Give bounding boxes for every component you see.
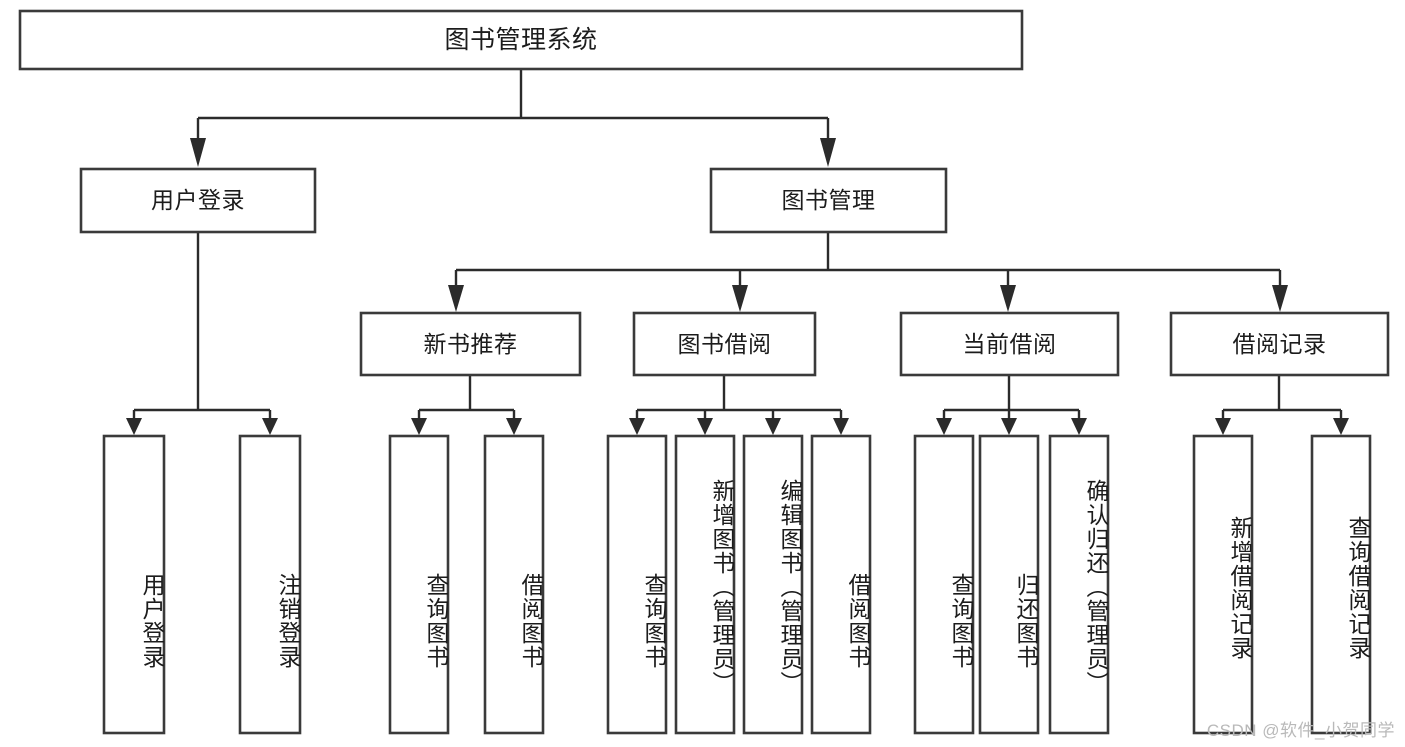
node-box-book-borrow[interactable] bbox=[632, 311, 817, 377]
node-box-root[interactable] bbox=[18, 9, 1024, 71]
connector-borrow-record-to-leaves bbox=[1215, 375, 1349, 435]
node-box-leaf-confirm-return-admin[interactable] bbox=[1048, 434, 1110, 735]
arrow-head-leaf-borrow-book-2 bbox=[833, 418, 849, 435]
node-user-login[interactable] bbox=[81, 169, 315, 232]
node-book-management[interactable] bbox=[711, 169, 946, 232]
arrow-head-current-borrow bbox=[1000, 285, 1016, 312]
node-box-leaf-add-book-admin[interactable] bbox=[674, 434, 736, 735]
node-new-book-recommend[interactable] bbox=[361, 313, 580, 375]
arrow-head-book-borrow bbox=[732, 285, 748, 312]
arrow-head-leaf-confirm-return-admin bbox=[1071, 418, 1087, 435]
arrow-head-leaf-add-book-admin bbox=[697, 418, 713, 435]
arrow-head-leaf-logout-login bbox=[262, 418, 278, 435]
connector-current-borrow-to-leaves bbox=[936, 375, 1087, 435]
node-box-leaf-query-borrow-record[interactable] bbox=[1310, 434, 1372, 735]
node-box-leaf-return-book[interactable] bbox=[978, 434, 1040, 735]
node-box-leaf-borrow-book-1[interactable] bbox=[483, 434, 545, 735]
arrow-head-leaf-query-book-3 bbox=[936, 418, 952, 435]
connector-user-login-to-leaves bbox=[126, 232, 278, 435]
node-box-leaf-query-book-1[interactable] bbox=[388, 434, 450, 735]
arrow-head-leaf-return-book bbox=[1001, 418, 1017, 435]
arrow-head-leaf-query-book-2 bbox=[629, 418, 645, 435]
node-box-leaf-query-book-3[interactable] bbox=[913, 434, 975, 735]
arrow-head-book-management bbox=[820, 138, 836, 167]
node-root[interactable] bbox=[20, 11, 1022, 69]
node-box-leaf-query-book-2[interactable] bbox=[606, 434, 668, 735]
node-box-leaf-borrow-book-2[interactable] bbox=[810, 434, 872, 735]
node-current-borrow[interactable] bbox=[901, 313, 1118, 375]
connector-book-borrow-to-leaves bbox=[629, 375, 849, 435]
arrow-head-borrow-record bbox=[1272, 285, 1288, 312]
arrow-head-new-book-recommend bbox=[448, 285, 464, 312]
node-box-new-book-recommend[interactable] bbox=[359, 311, 582, 377]
arrow-head-user-login bbox=[190, 138, 206, 167]
connector-book-management-to-level2 bbox=[448, 232, 1288, 312]
node-book-borrow[interactable] bbox=[634, 313, 815, 375]
node-box-leaf-edit-book-admin[interactable] bbox=[742, 434, 804, 735]
connector-new-book-recommend-to-leaves bbox=[411, 375, 522, 435]
node-box-borrow-record[interactable] bbox=[1169, 311, 1390, 377]
arrow-head-leaf-edit-book-admin bbox=[765, 418, 781, 435]
arrow-head-leaf-borrow-book-1 bbox=[506, 418, 522, 435]
arrow-head-leaf-query-book-1 bbox=[411, 418, 427, 435]
node-borrow-record[interactable] bbox=[1171, 313, 1388, 375]
arrow-head-leaf-query-borrow-record bbox=[1333, 418, 1349, 435]
node-box-user-login[interactable] bbox=[79, 167, 317, 234]
node-box-leaf-add-borrow-record[interactable] bbox=[1192, 434, 1254, 735]
node-box-current-borrow[interactable] bbox=[899, 311, 1120, 377]
connector-root-to-level1 bbox=[190, 69, 836, 167]
node-box-leaf-user-login[interactable] bbox=[102, 434, 166, 735]
node-box-leaf-logout-login[interactable] bbox=[238, 434, 302, 735]
node-box-book-management[interactable] bbox=[709, 167, 948, 234]
arrow-head-leaf-user-login bbox=[126, 418, 142, 435]
arrow-head-leaf-add-borrow-record bbox=[1215, 418, 1231, 435]
